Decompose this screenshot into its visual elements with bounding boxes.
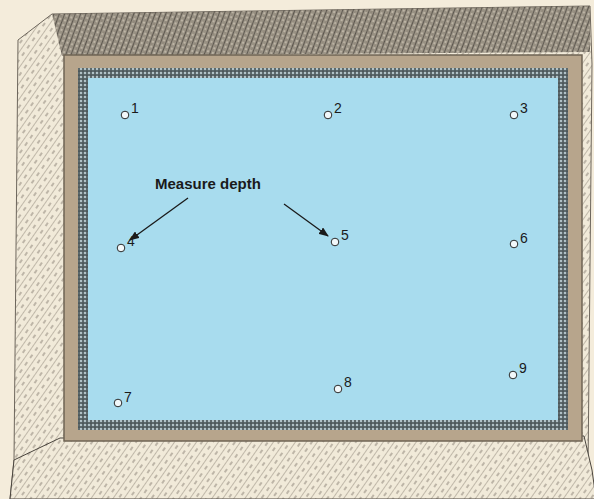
pond-water <box>88 78 558 420</box>
bank-top <box>52 6 590 56</box>
callout-number: 7 <box>124 390 132 404</box>
pond-levee <box>64 55 582 441</box>
callout-number: 4 <box>127 234 135 248</box>
bank-slope <box>10 6 594 499</box>
callout-number: 3 <box>520 101 528 115</box>
callout-number: 5 <box>341 228 349 242</box>
note-label: Measure depth <box>155 176 261 191</box>
leader-arrow <box>284 204 328 236</box>
callout-number: 6 <box>520 231 528 245</box>
callout-number: 1 <box>131 101 139 115</box>
callout-number: 9 <box>519 361 527 375</box>
bank-bottom <box>10 436 594 499</box>
water-edge <box>78 68 568 430</box>
callout-number: 8 <box>344 375 352 389</box>
callout-number: 2 <box>334 101 342 115</box>
leader-arrow <box>130 198 188 240</box>
measure-points <box>114 111 518 407</box>
